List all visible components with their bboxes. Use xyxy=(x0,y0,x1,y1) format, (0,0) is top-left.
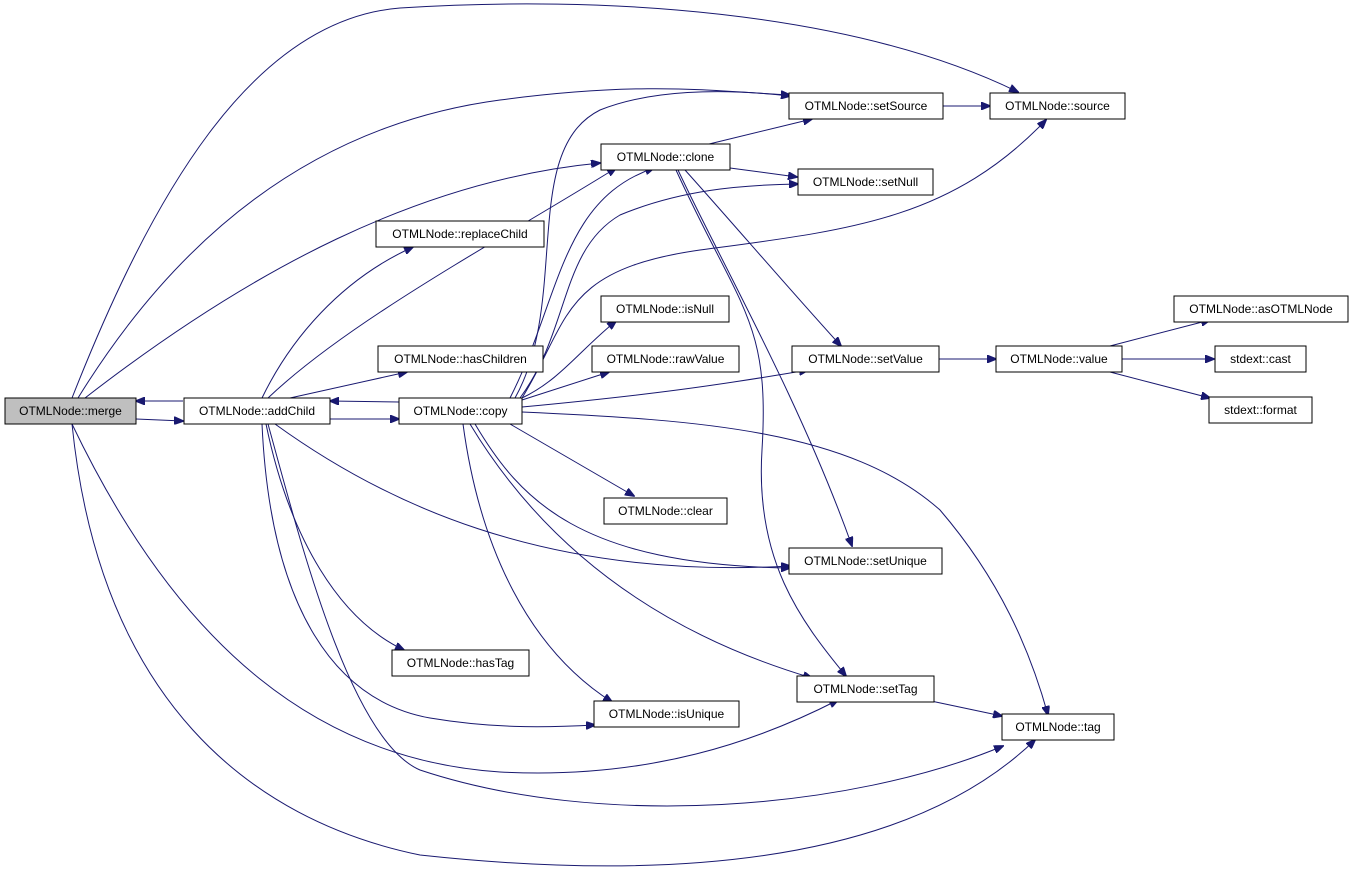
node-rawValue[interactable]: OTMLNode::rawValue xyxy=(591,345,740,373)
edge-addChild-replaceChild xyxy=(261,247,413,399)
edge-setTag-tag xyxy=(930,700,1002,716)
node-merge[interactable]: OTMLNode::merge xyxy=(4,397,137,425)
node-setUnique[interactable]: OTMLNode::setUnique xyxy=(788,547,943,575)
edge-merge-setTag xyxy=(71,423,838,774)
node-label-rawValue: OTMLNode::rawValue xyxy=(607,352,725,366)
node-label-isNull: OTMLNode::isNull xyxy=(616,302,714,316)
node-addChild[interactable]: OTMLNode::addChild xyxy=(183,397,331,425)
edge-merge-tag xyxy=(71,423,1035,867)
node-setSource[interactable]: OTMLNode::setSource xyxy=(788,92,944,120)
node-label-setTag: OTMLNode::setTag xyxy=(813,682,917,696)
node-label-hasChildren: OTMLNode::hasChildren xyxy=(394,352,527,366)
edge-copy-setTag xyxy=(469,423,812,678)
node-source[interactable]: OTMLNode::source xyxy=(989,92,1126,120)
node-setValue[interactable]: OTMLNode::setValue xyxy=(791,345,940,373)
node-label-setNull: OTMLNode::setNull xyxy=(813,175,918,189)
edge-addChild-setUnique xyxy=(274,423,790,568)
node-label-replaceChild: OTMLNode::replaceChild xyxy=(392,227,527,241)
node-tag[interactable]: OTMLNode::tag xyxy=(1001,713,1115,741)
node-label-asOTMLNode: OTMLNode::asOTMLNode xyxy=(1189,302,1333,316)
edge-copy-isUnique xyxy=(462,423,612,702)
node-hasTag[interactable]: OTMLNode::hasTag xyxy=(391,649,530,677)
edge-addChild-hasChildren xyxy=(289,372,407,399)
edge-copy-addChild xyxy=(330,401,400,402)
edge-clone-setTag xyxy=(675,169,846,676)
edge-copy-setValue xyxy=(521,370,808,408)
edge-merge-addChild xyxy=(135,419,183,421)
node-label-setUnique: OTMLNode::setUnique xyxy=(804,554,927,568)
node-label-clone: OTMLNode::clone xyxy=(617,150,715,164)
node-label-tag: OTMLNode::tag xyxy=(1015,720,1100,734)
edge-copy-setNull xyxy=(519,184,798,399)
edge-merge-clone xyxy=(84,163,600,399)
edge-value-asOTMLNode xyxy=(1109,320,1210,347)
node-label-isUnique: OTMLNode::isUnique xyxy=(609,707,725,721)
edge-copy-setSource xyxy=(514,92,790,399)
edge-copy-source xyxy=(521,120,1046,399)
edge-clone-setNull xyxy=(729,167,797,177)
node-setTag[interactable]: OTMLNode::setTag xyxy=(796,675,935,703)
node-label-cast: stdext::cast xyxy=(1230,352,1291,366)
node-label-merge: OTMLNode::merge xyxy=(19,404,122,418)
node-asOTMLNode[interactable]: OTMLNode::asOTMLNode xyxy=(1173,295,1349,323)
edge-value-format xyxy=(1109,371,1210,398)
node-value[interactable]: OTMLNode::value xyxy=(995,345,1123,373)
node-isUnique[interactable]: OTMLNode::isUnique xyxy=(593,700,740,728)
node-label-format: stdext::format xyxy=(1224,403,1297,417)
edges xyxy=(71,3,1214,867)
edge-addChild-isUnique xyxy=(261,423,595,727)
node-hasChildren[interactable]: OTMLNode::hasChildren xyxy=(377,345,544,373)
node-format[interactable]: stdext::format xyxy=(1208,396,1313,424)
nodes: OTMLNode::merge OTMLNode::addChild OTMLN… xyxy=(4,92,1349,741)
node-label-source: OTMLNode::source xyxy=(1005,99,1110,113)
node-label-value: OTMLNode::value xyxy=(1010,352,1108,366)
edge-copy-isNull xyxy=(521,321,616,399)
node-cast[interactable]: stdext::cast xyxy=(1214,345,1307,373)
node-label-setSource: OTMLNode::setSource xyxy=(805,99,928,113)
edge-copy-rawValue xyxy=(521,372,609,401)
node-label-addChild: OTMLNode::addChild xyxy=(199,404,315,418)
edge-clone-setUnique xyxy=(677,169,852,546)
edge-clone-setSource xyxy=(704,119,812,146)
node-replaceChild[interactable]: OTMLNode::replaceChild xyxy=(375,220,545,248)
edge-copy-clear xyxy=(509,423,634,496)
node-clone[interactable]: OTMLNode::clone xyxy=(600,143,731,171)
edge-addChild-tag xyxy=(267,423,1003,807)
node-clear[interactable]: OTMLNode::clear xyxy=(603,497,728,525)
edge-addChild-hasTag xyxy=(265,423,404,650)
edge-addChild-clone xyxy=(267,168,616,399)
edge-merge-setSource xyxy=(77,88,790,399)
node-label-clear: OTMLNode::clear xyxy=(618,504,713,518)
edge-copy-tag xyxy=(521,411,1048,715)
node-label-copy: OTMLNode::copy xyxy=(413,404,507,418)
node-isNull[interactable]: OTMLNode::isNull xyxy=(600,295,730,323)
node-label-hasTag: OTMLNode::hasTag xyxy=(407,656,514,670)
edge-merge-source xyxy=(71,3,1018,399)
edge-clone-setValue xyxy=(684,169,841,346)
node-label-setValue: OTMLNode::setValue xyxy=(808,352,923,366)
edge-copy-setUnique xyxy=(474,423,790,568)
node-copy[interactable]: OTMLNode::copy xyxy=(398,397,523,425)
node-setNull[interactable]: OTMLNode::setNull xyxy=(797,168,934,196)
